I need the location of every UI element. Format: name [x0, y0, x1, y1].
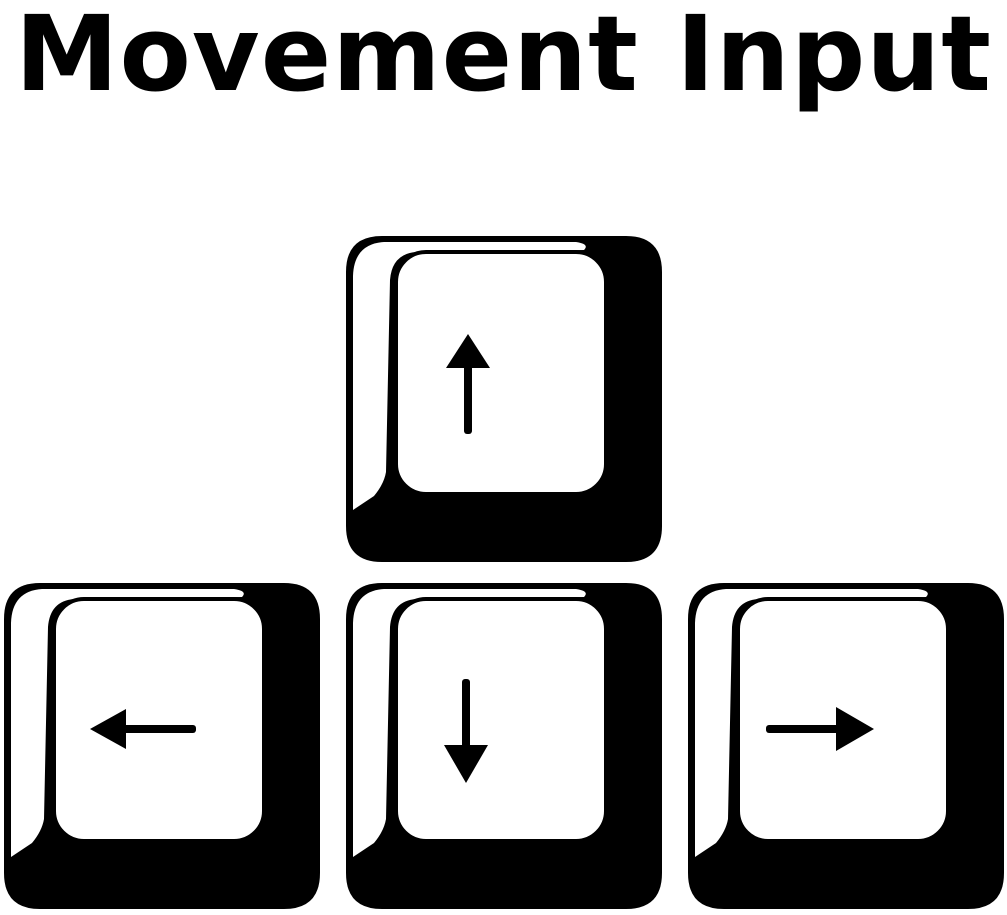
arrow-left-icon — [90, 709, 196, 749]
arrow-up-keycap — [346, 236, 662, 562]
keycap-bevel — [353, 242, 586, 510]
keycap-bevel — [11, 589, 244, 857]
keycap-bevel — [695, 589, 928, 857]
keycap-face — [394, 250, 608, 496]
keycap-bevel — [353, 589, 586, 857]
arrow-left-keycap — [4, 583, 320, 909]
page-title: Movement Input — [14, 0, 993, 115]
arrow-left-key[interactable] — [2, 581, 322, 911]
arrow-up-key[interactable] — [344, 234, 664, 564]
keycap-face — [394, 597, 608, 843]
arrow-right-icon — [766, 707, 874, 751]
arrow-down-key[interactable] — [344, 581, 664, 911]
arrow-down-keycap — [346, 583, 662, 909]
arrow-up-icon — [446, 334, 490, 434]
keycap-face — [52, 597, 266, 843]
arrow-down-icon — [444, 679, 488, 783]
arrow-right-keycap — [688, 583, 1004, 909]
arrow-right-key[interactable] — [686, 581, 1006, 911]
